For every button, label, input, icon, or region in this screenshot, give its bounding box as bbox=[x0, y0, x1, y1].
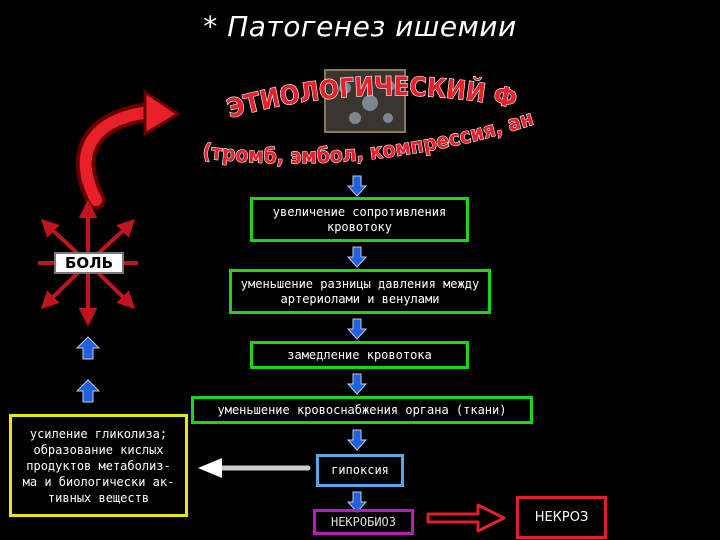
down-arrow-icon bbox=[347, 318, 367, 340]
down-arrow-icon bbox=[347, 246, 367, 268]
down-arrow-icon bbox=[347, 429, 367, 451]
pain-label: БОЛЬ bbox=[54, 252, 124, 274]
glycolysis-box: усиление гликолиза; образование кислых п… bbox=[9, 414, 188, 517]
necrosis-box: НЕКРОЗ bbox=[516, 496, 607, 539]
up-arrow-icon bbox=[76, 379, 100, 403]
hypoxia-box: гипоксия bbox=[316, 454, 404, 487]
left-arrow-icon bbox=[198, 458, 311, 478]
page-title: * Патогенез ишемии bbox=[203, 10, 517, 43]
down-arrow-icon bbox=[347, 373, 367, 395]
up-arrow-icon bbox=[76, 336, 100, 360]
etiology-factor: ЭТИОЛОГИЧЕСКИЙ ФАКТОР: (тромб, эмбол, ко… bbox=[179, 44, 550, 178]
chain-step-slowing: замедление кровотока bbox=[250, 341, 469, 369]
chain-step-resistance: увеличение сопротивления кровотоку bbox=[250, 197, 469, 242]
down-arrow-icon bbox=[347, 175, 367, 197]
chain-step-blood-supply: уменьшение кровоснабжения органа (ткани) bbox=[191, 396, 533, 424]
chain-step-pressure-difference: уменьшение разницы давления между артери… bbox=[229, 269, 491, 314]
necrobiosis-box: НЕКРОБИОЗ bbox=[313, 509, 414, 535]
curved-arrow-icon bbox=[75, 89, 181, 210]
right-arrow-icon bbox=[426, 503, 506, 533]
